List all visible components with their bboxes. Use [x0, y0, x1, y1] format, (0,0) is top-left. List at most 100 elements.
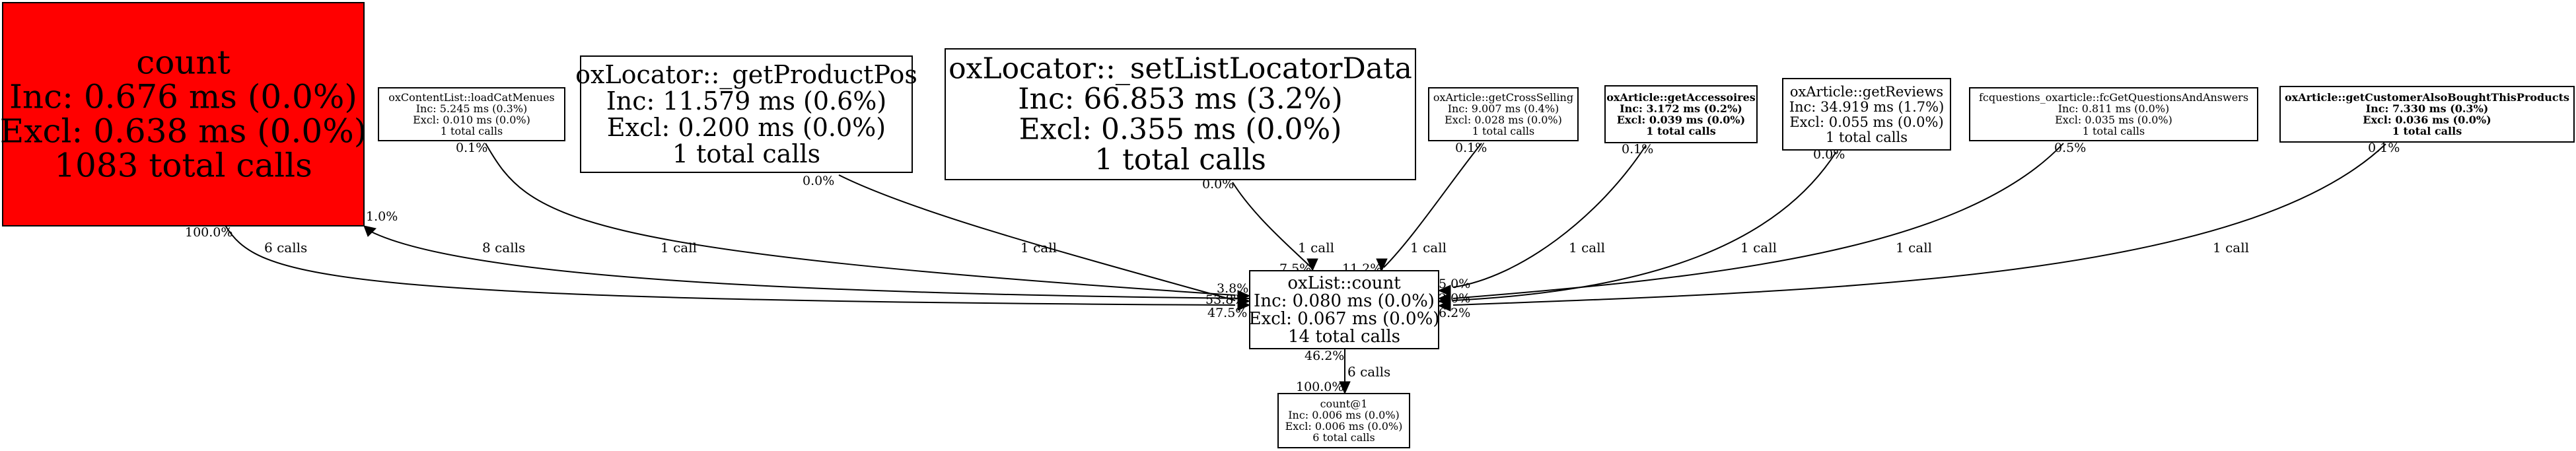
- node-function-name: fcquestions_oxarticle::fcGetQuestionsAnd…: [1979, 91, 2248, 104]
- node-exclusive-time: Excl: 0.638 ms (0.0%): [0, 112, 367, 151]
- edge-call-count: 1 call: [661, 240, 697, 256]
- node-inclusive-time: Inc: 7.330 ms (0.3%): [2366, 102, 2489, 115]
- node-total-calls: 1 total calls: [1094, 143, 1266, 177]
- node-getCustomerAlsoBought[interactable]: oxArticle::getCustomerAlsoBoughtThisProd…: [2279, 86, 2575, 143]
- edge-call-count: 1 call: [1020, 240, 1057, 256]
- node-box[interactable]: [2279, 86, 2575, 143]
- edge-call-count: 1 call: [2213, 240, 2249, 256]
- edge-tail-percent: 0.1%: [2368, 141, 2400, 155]
- node-function-name: oxContentList::loadCatMenues: [388, 91, 555, 104]
- node-box[interactable]: [378, 87, 565, 141]
- node-function-name: oxLocator::_getProductPos: [575, 60, 917, 90]
- node-function-name: oxList::count: [1287, 273, 1401, 293]
- node-total-calls: 14 total calls: [1288, 327, 1400, 347]
- edge-head-percent: 100.0%: [1296, 380, 1343, 394]
- edge-line[interactable]: [1383, 143, 1482, 268]
- edge-call-count: 1 call: [1740, 240, 1777, 256]
- edge-line[interactable]: [1452, 145, 1647, 288]
- edge-line[interactable]: [1452, 143, 2386, 306]
- node-total-calls: 1 total calls: [2392, 125, 2462, 137]
- node-box[interactable]: [1277, 393, 1410, 448]
- node-box[interactable]: [1969, 87, 2258, 141]
- edge-head-percent: 1.0%: [366, 209, 398, 224]
- node-function-name: oxArticle::getReviews: [1790, 84, 1943, 100]
- edge-line[interactable]: [224, 224, 1236, 306]
- node-exclusive-time: Excl: 0.035 ms (0.0%): [2055, 114, 2172, 126]
- edge-tail-percent: 0.0%: [1202, 177, 1234, 191]
- node-box[interactable]: [945, 48, 1416, 180]
- node-exclusive-time: Excl: 0.039 ms (0.0%): [1617, 114, 1745, 126]
- arrowhead-icon: [1376, 258, 1388, 272]
- node-box[interactable]: [580, 55, 913, 173]
- edge-call-count: 1 call: [1896, 240, 1932, 256]
- node-total-calls: 1 total calls: [672, 139, 820, 168]
- edge-line[interactable]: [1232, 182, 1312, 268]
- node-function-name: count@1: [1320, 398, 1368, 410]
- node-total-calls: 1083 total calls: [54, 147, 312, 185]
- node-total-calls: 1 total calls: [1472, 125, 1534, 137]
- node-total-calls: 1 total calls: [441, 125, 503, 137]
- edge-call-count: 6 calls: [1347, 364, 1390, 380]
- node-box[interactable]: [1428, 87, 1579, 141]
- edge-tail-percent: 53.8%: [1205, 293, 1245, 307]
- arrowhead-icon: [1437, 293, 1451, 304]
- node-inclusive-time: Inc: 34.919 ms (1.7%): [1789, 99, 1945, 115]
- node-exclusive-time: Excl: 0.067 ms (0.0%): [1249, 309, 1440, 329]
- node-inclusive-time: Inc: 9.007 ms (0.4%): [1448, 102, 1559, 115]
- node-exclusive-time: Excl: 0.010 ms (0.0%): [413, 114, 530, 126]
- node-total-calls: 1 total calls: [1826, 129, 1908, 145]
- node-box[interactable]: [2, 2, 365, 226]
- edge-line[interactable]: [1452, 151, 1837, 301]
- node-inclusive-time: Inc: 0.811 ms (0.0%): [2058, 102, 2170, 115]
- node-total-calls: 1 total calls: [2083, 125, 2145, 137]
- arrowhead-icon: [1437, 285, 1451, 296]
- node-box[interactable]: [1604, 85, 1758, 143]
- edge-call-count: 1 call: [1410, 240, 1447, 256]
- node-box[interactable]: [1249, 270, 1439, 349]
- edge-call-count: 8 calls: [482, 240, 525, 256]
- node-inclusive-time: Inc: 0.676 ms (0.0%): [9, 78, 357, 116]
- node-function-name: oxLocator::_setListLocatorData: [948, 52, 1412, 86]
- node-box[interactable]: [1782, 78, 1951, 151]
- edge-getAccessoires-to-oxListCount[interactable]: 1 call 0.1% 5.0%: [1437, 142, 1653, 296]
- node-function-name: oxArticle::getAccessoires: [1606, 91, 1756, 104]
- node-function-name: oxArticle::getCrossSelling: [1433, 91, 1573, 104]
- node-fcGetQuestionsAndAnswers[interactable]: fcquestions_oxarticle::fcGetQuestionsAnd…: [1969, 87, 2258, 141]
- edge-getCustomerAlsoBought-to-oxListCount[interactable]: 1 call 0.1%: [1437, 141, 2400, 312]
- node-inclusive-time: Inc: 66.853 ms (3.2%): [1018, 83, 1343, 116]
- node-exclusive-time: Excl: 0.006 ms (0.0%): [1285, 420, 1403, 433]
- arrowhead-icon: [1437, 300, 1451, 312]
- edge-line[interactable]: [369, 230, 1250, 299]
- arrowhead-icon: [1237, 295, 1251, 307]
- edge-line[interactable]: [838, 174, 1236, 301]
- edge-tail-percent: 0.1%: [1455, 141, 1487, 155]
- node-inclusive-time: Inc: 3.172 ms (0.2%): [1620, 102, 1742, 115]
- edge-getProductPos-to-oxListCount[interactable]: 1 call 0.0%: [803, 174, 1251, 307]
- node-inclusive-time: Inc: 11.579 ms (0.6%): [606, 87, 887, 116]
- edge-line[interactable]: [1452, 143, 2064, 299]
- edge-call-count: 1 call: [1298, 240, 1334, 256]
- edge-oxListCount-to-count[interactable]: 8 calls 53.8% 1.0%: [363, 209, 1250, 307]
- node-function-name: oxArticle::getCustomerAlsoBoughtThisProd…: [2285, 91, 2569, 104]
- edge-line[interactable]: [485, 143, 1236, 296]
- edge-call-count: 1 call: [1569, 240, 1605, 256]
- edge-head-percent: 5.0%: [1439, 277, 1470, 291]
- edge-tail-percent: 0.5%: [2054, 141, 2086, 155]
